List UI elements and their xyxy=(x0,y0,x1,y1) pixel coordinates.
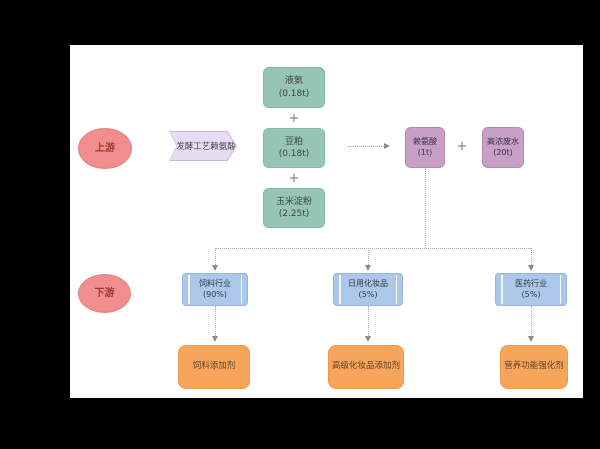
inputs-to-output-connector xyxy=(348,146,384,147)
input-box-soybean-meal: 豆粕 (0.18t) xyxy=(263,128,325,168)
input-name: 液氨 xyxy=(284,76,303,87)
industry-to-product-connector xyxy=(531,306,532,336)
output-amount: (20t) xyxy=(493,147,513,157)
industry-name: 日用化妆品 xyxy=(348,278,388,288)
arrowhead-down-icon xyxy=(212,336,218,342)
side-bar xyxy=(188,275,190,304)
output-name: 赖氨酸 xyxy=(413,136,437,146)
industry-box-pharma: 医药行业 (5%) xyxy=(495,273,567,306)
plus-sign: + xyxy=(288,171,300,186)
lysine-down-connector xyxy=(425,168,426,248)
output-name: 高浓废水 xyxy=(487,136,519,146)
process-label: 发酵工艺赖氨酸 xyxy=(176,142,236,152)
side-bar xyxy=(339,275,341,304)
industry-box-cosmetics: 日用化妆品 (5%) xyxy=(333,273,403,306)
plus-sign: + xyxy=(456,139,468,154)
upstream-label: 上游 xyxy=(95,142,115,154)
product-name: 营养功能强化剂 xyxy=(504,361,564,372)
input-box-liquid-ammonia: 液氨 (0.18t) xyxy=(263,67,325,108)
output-box-wastewater: 高浓废水 (20t) xyxy=(482,127,524,168)
product-box-cosmetic-additive: 高级化妆品添加剂 xyxy=(328,345,404,389)
process-chevron: 发酵工艺赖氨酸 xyxy=(169,131,237,161)
arrowhead-down-icon xyxy=(528,265,534,271)
branch-drop-left xyxy=(215,248,216,265)
branch-drop-middle xyxy=(368,248,369,265)
plus-sign: + xyxy=(288,111,300,126)
input-name: 豆粕 xyxy=(284,136,303,147)
input-box-corn-starch: 玉米淀粉 (2.25t) xyxy=(263,188,325,228)
downstream-label: 下游 xyxy=(94,287,115,299)
process-chevron-fill: 发酵工艺赖氨酸 xyxy=(170,132,236,160)
industry-to-product-connector xyxy=(368,306,369,336)
arrowhead-down-icon xyxy=(528,336,534,342)
arrowhead-right-icon xyxy=(384,142,390,149)
branch-horizontal-connector xyxy=(215,248,531,249)
side-bar xyxy=(395,275,397,304)
industry-share: (5%) xyxy=(358,289,378,299)
output-amount: (1t) xyxy=(417,147,433,157)
industry-name: 医药行业 xyxy=(515,278,547,288)
branch-drop-right xyxy=(531,248,532,265)
side-bar xyxy=(559,275,561,304)
industry-share: (90%) xyxy=(202,289,228,299)
input-amount: (2.25t) xyxy=(278,209,310,219)
industry-to-product-connector xyxy=(215,306,216,336)
input-name: 玉米淀粉 xyxy=(275,196,312,207)
arrowhead-down-icon xyxy=(365,265,371,271)
industry-box-feed: 饲料行业 (90%) xyxy=(182,273,248,306)
product-name: 高级化妆品添加剂 xyxy=(331,361,400,372)
diagram-canvas: 上游 发酵工艺赖氨酸 液氨 (0.18t) + 豆粕 (0.18t) + 玉米淀… xyxy=(70,45,583,398)
arrowhead-down-icon xyxy=(365,336,371,342)
input-amount: (0.18t) xyxy=(278,88,310,99)
output-box-lysine: 赖氨酸 (1t) xyxy=(405,127,445,168)
upstream-stage-ellipse: 上游 xyxy=(78,128,132,169)
product-name: 饲料添加剂 xyxy=(192,361,236,372)
arrowhead-down-icon xyxy=(212,265,218,271)
side-bar xyxy=(501,275,503,304)
downstream-stage-ellipse: 下游 xyxy=(78,274,131,313)
industry-share: (5%) xyxy=(521,289,541,299)
input-amount: (0.18t) xyxy=(278,149,310,159)
product-box-nutrition-enhancer: 营养功能强化剂 xyxy=(500,345,568,389)
product-box-feed-additive: 饲料添加剂 xyxy=(178,345,250,389)
industry-name: 饲料行业 xyxy=(199,278,231,288)
side-bar xyxy=(240,275,242,304)
